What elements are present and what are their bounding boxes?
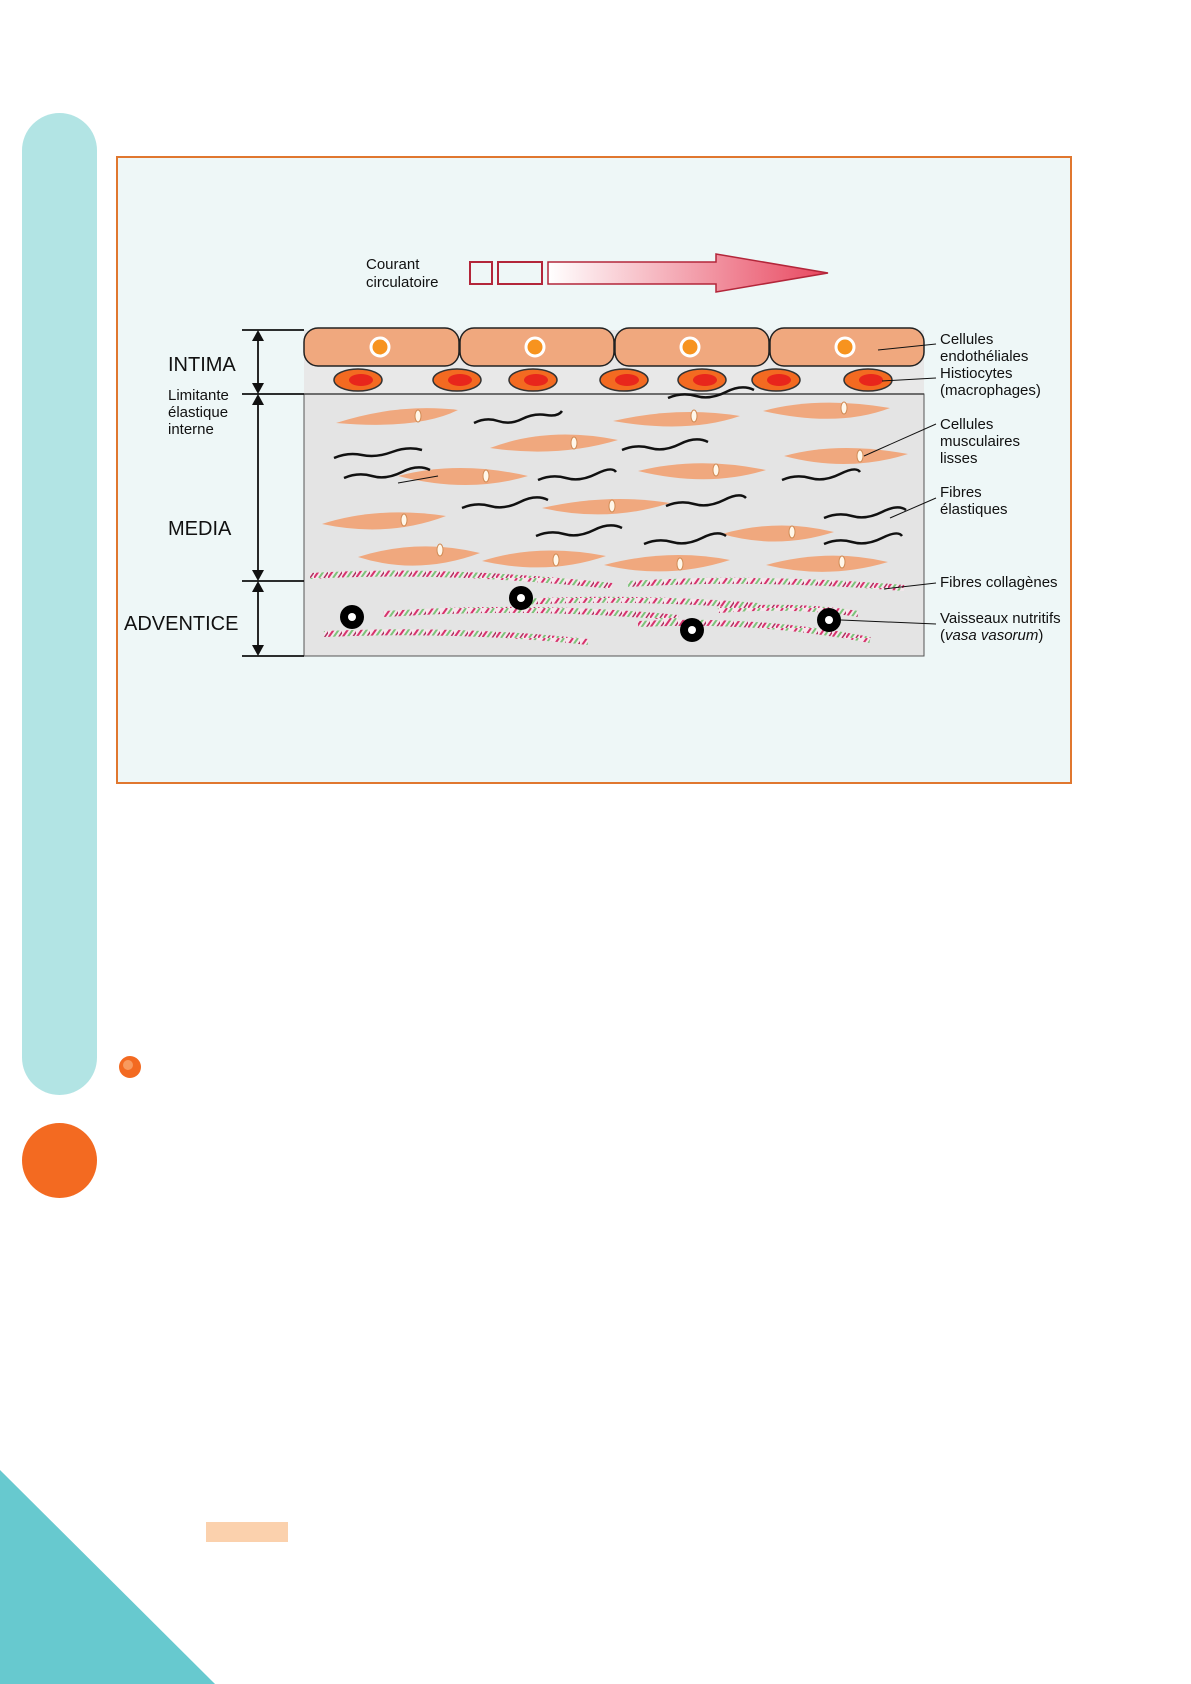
highlight-tag (206, 1522, 288, 1542)
limitante-label-line2: élastique (168, 404, 228, 421)
limitante-label-line1: Limitante (168, 387, 229, 404)
diagram-frame: Courant circulatoire (116, 156, 1072, 784)
orange-bullet-icon (117, 1054, 143, 1080)
intima-label: INTIMA (168, 354, 236, 376)
endothelial-label-line1: Cellules (940, 331, 993, 348)
collagen-label: Fibres collagènes (940, 574, 1058, 591)
smooth-muscle-label-line3: lisses (940, 450, 978, 467)
endothelial-label-line2: endothéliales (940, 348, 1028, 365)
histiocytes-label-line1: Histiocytes (940, 365, 1013, 382)
elastic-label-line1: Fibres (940, 484, 982, 501)
artery-wall-diagram: Courant circulatoire (118, 158, 1070, 782)
flow-label-line1: Courant (366, 256, 420, 273)
smooth-muscle-label-line2: musculaires (940, 433, 1020, 450)
orange-circle-decoration (22, 1123, 97, 1198)
smooth-muscle-label-line1: Cellules (940, 416, 993, 433)
media-label: MEDIA (168, 518, 232, 540)
histiocytes-label-line2: (macrophages) (940, 382, 1041, 399)
vessels-label-line2: (vasa vasorum) (940, 627, 1043, 644)
flow-label-line2: circulatoire (366, 274, 439, 291)
sidebar-decoration (22, 113, 97, 1095)
blood-flow-arrow (470, 254, 828, 292)
limitante-label-line3: interne (168, 421, 214, 438)
adventice-label: ADVENTICE (124, 613, 238, 635)
vessels-label-line1: Vaisseaux nutritifs (940, 610, 1061, 627)
layer-brackets (242, 330, 304, 656)
corner-triangle-decoration (0, 1470, 215, 1684)
elastic-label-line2: élastiques (940, 501, 1008, 518)
